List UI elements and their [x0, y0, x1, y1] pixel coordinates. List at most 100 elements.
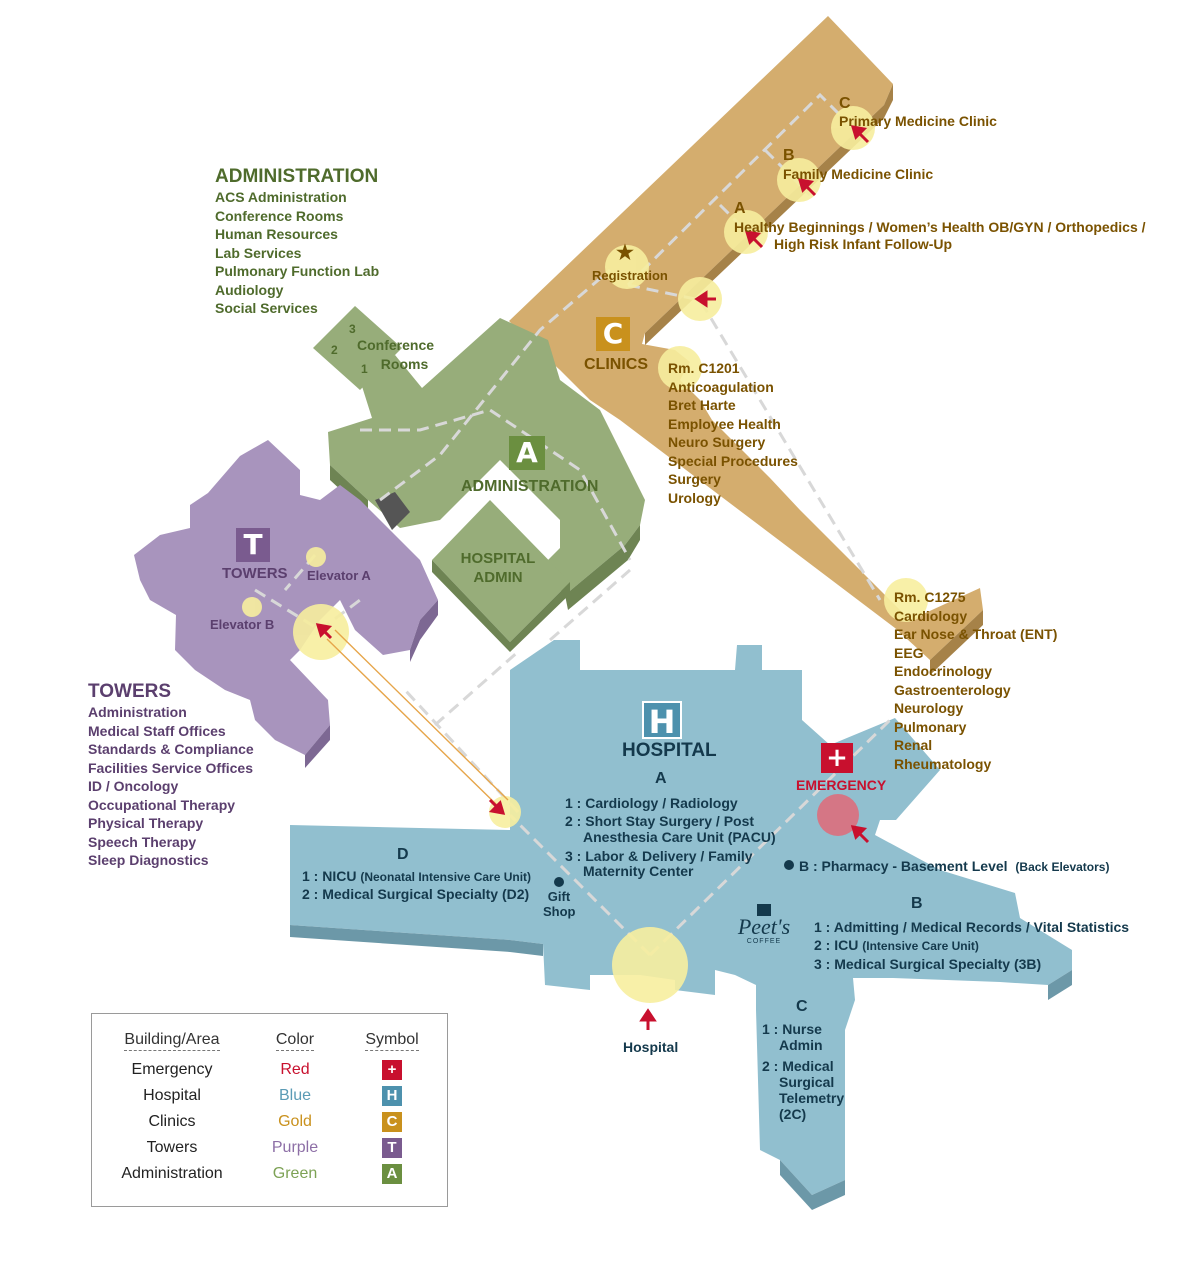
arrow-towers — [315, 623, 333, 640]
gift-shop-label[interactable]: Gift Shop — [543, 889, 576, 919]
hospital-b-floor-3[interactable]: 3 : Medical Surgical Specialty (3B) — [814, 956, 1042, 972]
towers-item[interactable]: Physical Therapy — [88, 815, 204, 831]
clinic-item[interactable]: Urology — [668, 489, 721, 506]
clinic-item[interactable]: Neurology — [894, 700, 964, 716]
legend-row-name: Emergency — [131, 1061, 213, 1078]
clinic-item[interactable]: Special Procedures — [668, 452, 798, 469]
conference-room-3[interactable]: 3 — [349, 322, 356, 336]
admin-item[interactable]: Pulmonary Function Lab — [215, 263, 380, 279]
nicu-label: 1 : NICU — [302, 868, 357, 884]
registration-label[interactable]: Registration — [592, 268, 668, 283]
clinic-item[interactable]: Surgery — [668, 471, 721, 487]
admin-item[interactable]: ACS Administration — [215, 189, 347, 205]
hospital-a-floor-3[interactable]: 3 : Labor & Delivery / Family — [565, 848, 753, 864]
hospital-admin-line2: ADMIN — [473, 568, 523, 586]
clinic-item[interactable]: Anticoagulation — [668, 378, 774, 395]
towers-building[interactable] — [134, 440, 438, 768]
emergency-label[interactable]: EMERGENCY — [796, 777, 887, 793]
clinic-item[interactable]: Neuro Surgery — [668, 434, 766, 450]
clinic-item[interactable]: Endocrinology — [894, 663, 992, 679]
legend-row-color: Blue — [278, 1087, 312, 1104]
administration-header: ADMINISTRATION — [215, 166, 379, 187]
entrance-arrows — [315, 125, 870, 1030]
room-c1275-directory: Rm. C1275 Cardiology Ear Nose & Throat (… — [894, 588, 1057, 773]
legend-row-name: Hospital — [143, 1087, 201, 1104]
clinic-c-letter: C — [839, 95, 851, 112]
peets-p-icon — [757, 904, 771, 916]
admin-item[interactable]: Audiology — [215, 281, 284, 298]
clinic-item[interactable]: Ear Nose & Throat (ENT) — [894, 626, 1058, 642]
clinic-item[interactable]: Cardiology — [894, 607, 968, 624]
clinic-item[interactable]: Bret Harte — [668, 397, 736, 413]
hospital-admin-label: HOSPITAL ADMIN — [459, 550, 537, 587]
arrow-hospital-main — [639, 1008, 657, 1030]
family-medicine-clinic[interactable]: Family Medicine Clinic — [783, 166, 934, 182]
hospital-admin-line1: HOSPITAL — [460, 550, 536, 567]
towers-item[interactable]: Speech Therapy — [88, 833, 197, 850]
towers-item[interactable]: Standards & Compliance — [88, 741, 254, 757]
pharmacy-dot — [784, 860, 794, 870]
gift-shop-line2: Shop — [543, 904, 576, 919]
legend-row-name: Towers — [146, 1139, 198, 1156]
hospital-b-floor-1[interactable]: 1 : Admitting / Medical Records / Vital … — [814, 919, 1130, 935]
hospital-c-floor-2-line1: 2 : Medical — [762, 1058, 834, 1074]
hospital-d-floor-2[interactable]: 2 : Medical Surgical Specialty (D2) — [302, 886, 530, 902]
sky-bridge — [326, 629, 509, 809]
nicu-note: (Neonatal Intensive Care Unit) — [360, 870, 532, 884]
emergency-highlight — [817, 794, 859, 836]
hospital-building[interactable] — [290, 640, 1072, 1210]
towers-item[interactable]: Sleep Diagnostics — [88, 852, 209, 868]
hospital-c-floor-1[interactable]: 1 : Nurse Admin — [762, 1021, 823, 1053]
clinics-symbol: C — [596, 317, 630, 351]
conference-room-2[interactable]: 2 — [331, 343, 338, 357]
clinic-item[interactable]: Rheumatology — [894, 755, 992, 772]
hospital-a-floor-2[interactable]: 2 : Short Stay Surgery / Post — [565, 813, 755, 829]
hospital-a-letter: A — [655, 770, 667, 787]
clinic-item[interactable]: Employee Health — [668, 415, 781, 432]
star-icon: ★ — [616, 242, 634, 264]
legend-col-color-text: Color — [275, 1031, 315, 1051]
admin-item[interactable]: Lab Services — [215, 244, 302, 261]
high-risk-infant-follow-up[interactable]: High Risk Infant Follow-Up — [774, 236, 953, 252]
pharmacy-main: B : Pharmacy - Basement Level — [799, 858, 1008, 874]
conference-label-line1: Conference — [357, 337, 435, 353]
gift-shop-dot — [554, 877, 564, 887]
clinic-item[interactable]: EEG — [894, 644, 924, 661]
towers-item[interactable]: ID / Oncology — [88, 778, 179, 794]
admin-item[interactable]: Conference Rooms — [215, 207, 344, 224]
elevator-b-label[interactable]: Elevator B — [210, 617, 275, 632]
towers-item[interactable]: Occupational Therapy — [88, 796, 236, 813]
administration-label: ADMINISTRATION — [461, 478, 599, 495]
hospital-label: HOSPITAL — [622, 740, 717, 761]
arrow-primary-medicine — [850, 125, 870, 144]
towers-item[interactable]: Medical Staff Offices — [88, 722, 226, 739]
towers-item[interactable]: Administration — [88, 704, 187, 720]
hospital-c-floor-2[interactable]: 2 : Medical Surgical Telemetry (2C) — [762, 1058, 844, 1122]
admin-item[interactable]: Social Services — [215, 300, 318, 316]
towers-header: TOWERS — [88, 681, 172, 702]
hospital-b-floor-2[interactable]: 2 : ICU (Intensive Care Unit) — [814, 936, 979, 956]
peets-sub: COFFEE — [746, 938, 782, 945]
clinic-item[interactable]: Renal — [894, 737, 933, 753]
room-c1201-directory: Rm. C1201 Anticoagulation Bret Harte Emp… — [668, 359, 798, 507]
pharmacy-label[interactable]: B : Pharmacy - Basement Level (Back Elev… — [799, 857, 1109, 877]
hospital-c-floor-1-line1: 1 : Nurse — [762, 1021, 822, 1037]
healthy-beginnings-clinic[interactable]: Healthy Beginnings / Women’s Health OB/G… — [734, 219, 1146, 235]
clinic-item[interactable]: Pulmonary — [894, 718, 967, 735]
legend-row-emergency: Emergency Red + — [92, 1060, 447, 1087]
legend-row-administration: Administration Green A — [92, 1164, 447, 1191]
hospital-d-floor-1[interactable]: 1 : NICU (Neonatal Intensive Care Unit) — [302, 867, 531, 887]
hospital-entrance-label[interactable]: Hospital — [623, 1039, 679, 1055]
arrow-healthy-beginnings — [744, 230, 764, 249]
towers-item[interactable]: Facilities Service Offices — [88, 759, 253, 776]
admin-item[interactable]: Human Resources — [215, 226, 338, 242]
elevator-a-label[interactable]: Elevator A — [307, 568, 371, 583]
administration-symbol: A — [509, 436, 545, 470]
peets-coffee-logo[interactable]: Peet's COFFEE — [736, 904, 792, 956]
conference-room-1[interactable]: 1 — [361, 362, 368, 376]
legend-row-towers: Towers Purple T — [92, 1138, 447, 1165]
primary-medicine-clinic[interactable]: Primary Medicine Clinic — [839, 113, 997, 129]
hospital-a-floor-1[interactable]: 1 : Cardiology / Radiology — [565, 795, 738, 811]
conference-label-line2: Rooms — [380, 355, 429, 372]
clinic-item[interactable]: Gastroenterology — [894, 681, 1011, 698]
